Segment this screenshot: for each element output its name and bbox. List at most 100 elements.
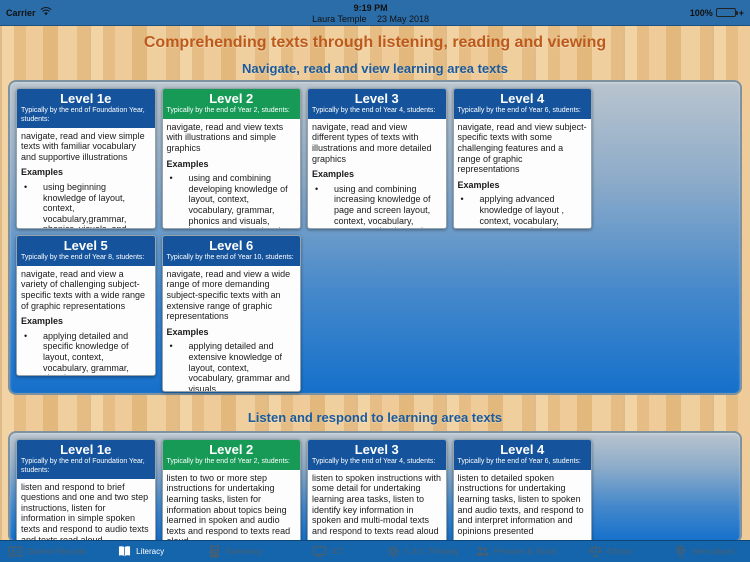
status-center: 9:19 PM Laura Temple 23 May 2018 <box>308 0 433 25</box>
level-card-header: Level 2 Typically by the end of Year 2, … <box>162 440 300 470</box>
level-description: listen to spoken instructions with some … <box>312 472 442 536</box>
tab-intercultural[interactable]: Intercultural <box>656 541 750 562</box>
current-date: 23 May 2018 <box>377 13 430 24</box>
page-title: Comprehending texts through listening, r… <box>143 34 607 51</box>
user-name: Laura Temple <box>312 13 367 24</box>
example-item: using beginning knowledge of layout, con… <box>21 182 151 228</box>
level-description: navigate, read and view a wide range of … <box>166 268 291 322</box>
tab-literacy[interactable]: Literacy <box>94 541 188 562</box>
gear-icon <box>386 544 401 559</box>
example-item: applying detailed and specific knowledge… <box>21 331 151 375</box>
level-card-body: navigate, read and view a variety of cha… <box>17 265 155 375</box>
level-card-body: navigate, read and view a wide range of … <box>162 265 300 391</box>
level-description: navigate, read and view different types … <box>312 121 432 164</box>
scales-icon <box>588 544 603 559</box>
calculator-icon <box>207 544 222 559</box>
tab-c-c-thinking[interactable]: C & C Thinking <box>375 541 469 562</box>
tab-label: Ethical <box>606 547 631 556</box>
level-qualifier: Typically by the end of Year 2, students… <box>166 458 290 465</box>
level-title: Level 2 <box>209 91 254 106</box>
level-description: listen and respond to brief questions an… <box>21 481 149 543</box>
status-bar: Carrier 9:19 PM Laura Temple 23 May 2018… <box>0 0 750 26</box>
level-title: Level 2 <box>209 442 254 457</box>
level-title: Level 5 <box>63 238 108 253</box>
wifi-icon <box>40 7 52 18</box>
level-title: Level 1e <box>60 91 112 106</box>
example-item: applying detailed and extensive knowledg… <box>167 341 297 391</box>
level-qualifier: Typically by the end of Year 6, students… <box>457 458 581 465</box>
tab-label: Personal & Social <box>493 547 557 556</box>
level-description: navigate, read and view subject-specific… <box>457 121 587 175</box>
examples-label: Examples <box>21 167 64 178</box>
level-card-body: navigate, read and view simple texts wit… <box>17 127 155 228</box>
level-title: Level 3 <box>354 442 399 457</box>
level-card[interactable]: Level 5 Typically by the end of Year 8, … <box>16 235 156 376</box>
level-card-body: navigate, read and view subject-specific… <box>453 118 591 228</box>
level-description: navigate, read and view a variety of cha… <box>21 268 146 311</box>
level-card[interactable]: Level 3 Typically by the end of Year 4, … <box>307 88 447 229</box>
examples-list: applying detailed and specific knowledge… <box>21 331 151 375</box>
tab-student-records[interactable]: Student Records <box>0 541 94 562</box>
examples-list: using and combining developing knowledge… <box>167 173 297 228</box>
examples-label: Examples <box>166 158 209 169</box>
tab-label: Literacy <box>136 547 165 556</box>
level-description: listen to two or more step instructions … <box>166 472 291 541</box>
level-qualifier: Typically by the end of Year 4, students… <box>312 458 436 465</box>
tab-label: Numeracy <box>225 547 263 556</box>
level-card-header: Level 4 Typically by the end of Year 6, … <box>453 440 591 470</box>
monitor-icon <box>312 544 327 559</box>
level-card[interactable]: Level 2 Typically by the end of Year 2, … <box>161 88 301 229</box>
level-qualifier: Typically by the end of Foundation Year,… <box>21 107 145 123</box>
tab-bar: Student Records Literacy Numeracy ICT C … <box>0 540 750 562</box>
level-card-header: Level 4 Typically by the end of Year 6, … <box>453 89 591 119</box>
level-card-body: listen to spoken instructions with some … <box>308 469 446 541</box>
examples-list: using beginning knowledge of layout, con… <box>21 182 151 228</box>
level-qualifier: Typically by the end of Year 2, students… <box>166 107 290 114</box>
battery-icon <box>715 8 738 17</box>
section-heading-navigate: Navigate, read and view learning area te… <box>242 61 508 76</box>
level-card-body: navigate, read and view different types … <box>308 118 446 228</box>
level-title: Level 4 <box>500 91 545 106</box>
level-qualifier: Typically by the end of Year 10, student… <box>166 254 294 261</box>
level-description: navigate, read and view texts with illus… <box>166 121 284 153</box>
tab-ethical[interactable]: Ethical <box>563 541 657 562</box>
tab-ict[interactable]: ICT <box>281 541 375 562</box>
level-card[interactable]: Level 4 Typically by the end of Year 6, … <box>452 88 592 229</box>
level-qualifier: Typically by the end of Year 6, students… <box>457 107 581 114</box>
tab-label: Student Records <box>26 547 87 556</box>
tab-label: ICT <box>331 547 345 556</box>
examples-label: Examples <box>312 169 355 180</box>
example-item: applying advanced knowledge of layout , … <box>458 194 588 228</box>
battery-percent: 100% <box>689 7 713 18</box>
examples-label: Examples <box>166 326 209 337</box>
section-heading-listen: Listen and respond to learning area text… <box>247 410 503 425</box>
level-card-body: listen and respond to brief questions an… <box>17 478 155 543</box>
level-card[interactable]: Level 1e Typically by the end of Foundat… <box>16 439 156 543</box>
examples-list: using and combining increasing knowledge… <box>312 184 442 228</box>
examples-label: Examples <box>21 316 64 327</box>
book-icon <box>117 544 132 559</box>
tab-numeracy[interactable]: Numeracy <box>188 541 282 562</box>
level-title: Level 3 <box>354 91 399 106</box>
level-card[interactable]: Level 6 Typically by the end of Year 10,… <box>161 235 301 392</box>
level-card[interactable]: Level 4 Typically by the end of Year 6, … <box>452 439 592 541</box>
level-card-body: navigate, read and view texts with illus… <box>162 118 300 228</box>
tab-personal-social[interactable]: Personal & Social <box>469 541 563 562</box>
level-card[interactable]: Level 2 Typically by the end of Year 2, … <box>161 439 301 541</box>
level-card-body: listen to detailed spoken instructions f… <box>453 469 591 541</box>
level-card-header: Level 6 Typically by the end of Year 10,… <box>162 236 300 266</box>
student-records-icon <box>8 544 23 559</box>
level-qualifier: Typically by the end of Year 4, students… <box>312 107 436 114</box>
level-card-header: Level 3 Typically by the end of Year 4, … <box>308 89 446 119</box>
tab-label: Intercultural <box>691 547 734 556</box>
examples-label: Examples <box>457 179 500 190</box>
level-qualifier: Typically by the end of Foundation Year,… <box>21 458 145 474</box>
level-card[interactable]: Level 3 Typically by the end of Year 4, … <box>307 439 447 541</box>
level-card[interactable]: Level 1e Typically by the end of Foundat… <box>16 88 156 229</box>
clock: 9:19 PM <box>353 3 388 13</box>
example-item: using and combining increasing knowledge… <box>312 184 442 228</box>
people-icon <box>475 544 490 559</box>
level-card-header: Level 2 Typically by the end of Year 2, … <box>162 89 300 119</box>
level-description: listen to detailed spoken instructions f… <box>457 472 584 536</box>
level-card-body: listen to two or more step instructions … <box>162 469 300 541</box>
